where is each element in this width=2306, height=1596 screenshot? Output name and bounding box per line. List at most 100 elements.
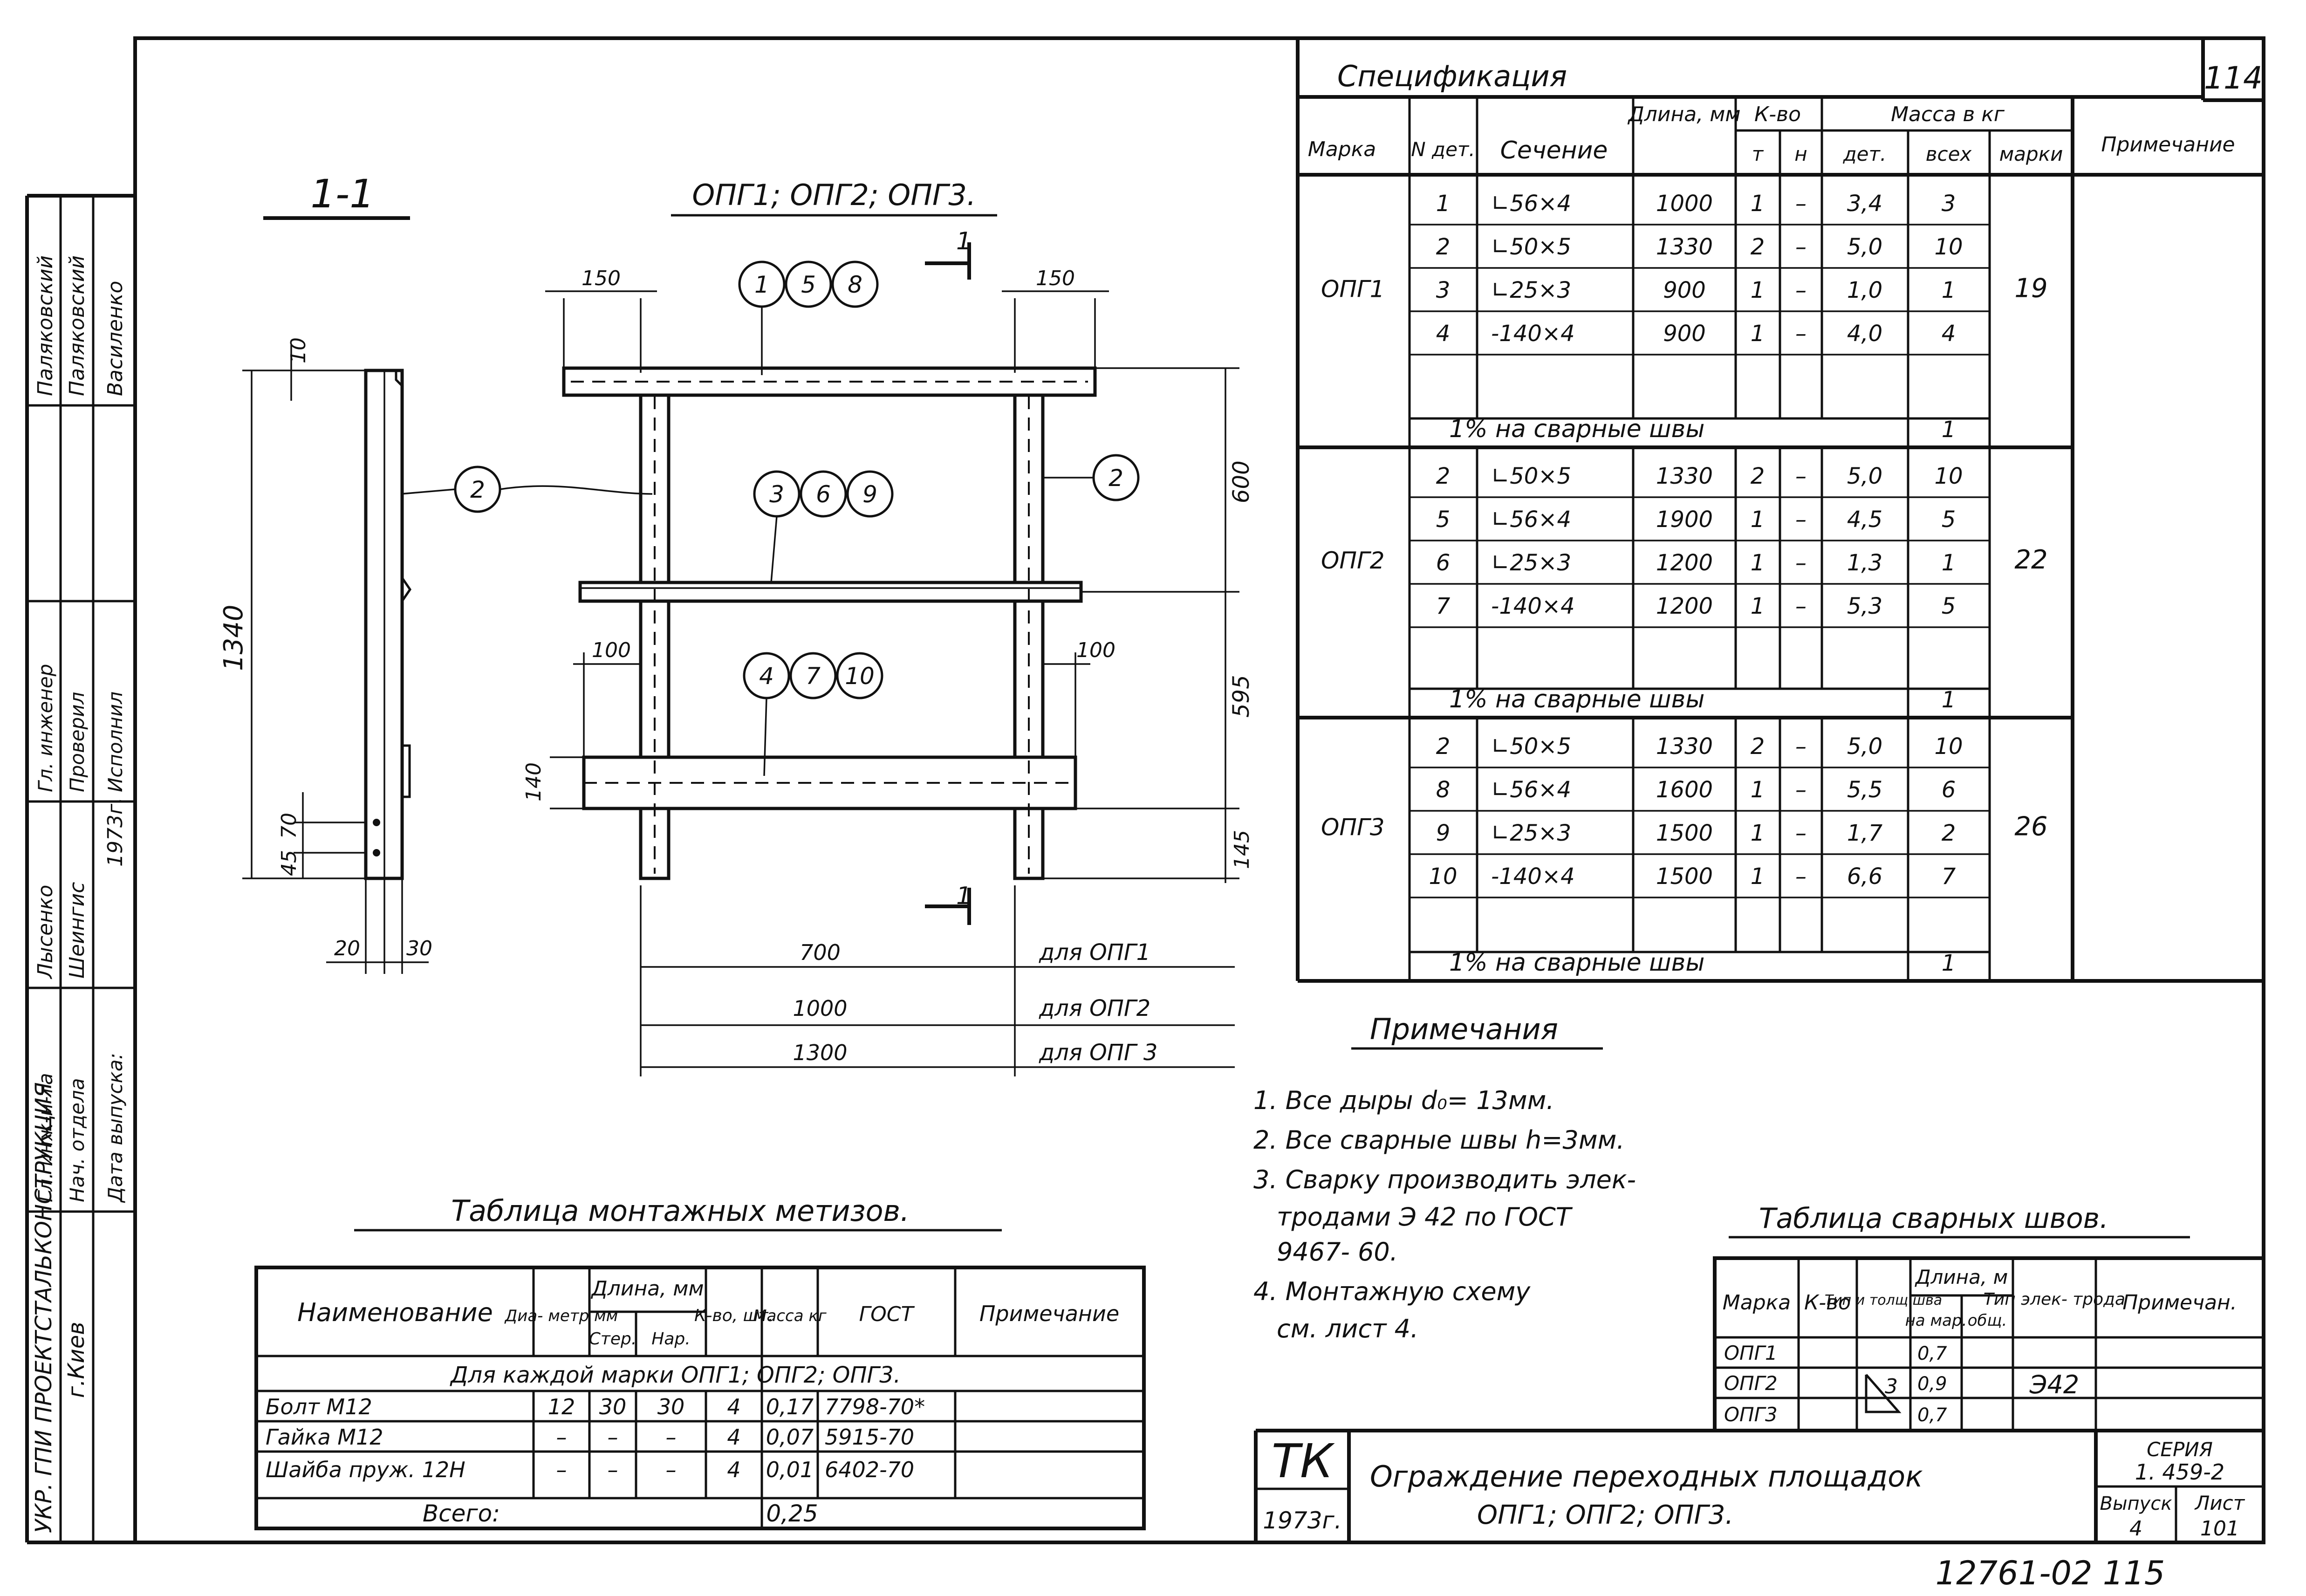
spec-mark: ОПГ3 [1321, 814, 1385, 841]
spec-cell-n: – [1795, 550, 1806, 576]
stamp-name-3: Василенко [103, 281, 127, 396]
spec-cell-n: – [1795, 463, 1806, 489]
spec-cell-t: 1 [1751, 277, 1765, 303]
note-line-2: 2. Все сварные швы h=3мм. [1253, 1125, 1625, 1155]
stamp-person-2: Шеингис [65, 882, 89, 979]
spec-cell-num: 3 [1436, 277, 1451, 303]
spec-cell-section: ∟56×4 [1491, 191, 1571, 217]
spec-cell-t: 1 [1751, 820, 1765, 846]
weld-h-len-all: общ. [1968, 1311, 2007, 1330]
stamp-name-1: Паляковский [34, 255, 57, 396]
hw-cell-mass: 0,01 [766, 1457, 814, 1482]
hw-h-qty: К-во, шт. [694, 1306, 773, 1325]
hw-cell-name: Болт М12 [266, 1394, 372, 1419]
mid-rail [578, 581, 1083, 603]
spec-cell-num: 5 [1436, 507, 1451, 533]
weld-cell-len: 0,9 [1917, 1373, 1947, 1395]
spec-cell-n: – [1795, 277, 1806, 303]
spec-cell-num: 1 [1436, 191, 1451, 217]
length-value-1: 700 [800, 940, 841, 965]
stamp-city: г.Киев [63, 1322, 89, 1398]
length-note-2: для ОПГ2 [1039, 995, 1150, 1021]
callout-low-2: 7 [806, 663, 821, 690]
spec-cell-length: 1330 [1656, 234, 1713, 260]
callout-top-2: 5 [801, 271, 816, 298]
spec-cell-num: 7 [1436, 593, 1451, 619]
note-line-3: 3. Сварку производить элек- [1253, 1165, 1636, 1194]
spec-h-mass-det: дет. [1843, 143, 1887, 165]
length-note-3: для ОПГ 3 [1039, 1040, 1157, 1066]
section-view: 1-1 10 1340 45 70 20 30 [219, 171, 432, 974]
note-line-1: 1. Все дыры d₀= 13мм. [1253, 1086, 1554, 1115]
weld-symbol: 3 [1885, 1375, 1898, 1398]
weld-h-type: Тип и толщ шва [1825, 1292, 1942, 1308]
stamp-person-1: Лысенко [34, 885, 57, 980]
section-dim-bot1: 45 [277, 850, 301, 876]
spec-cell-section: -140×4 [1491, 863, 1575, 890]
dim-right-overhang: 150 [1036, 267, 1075, 290]
callout-top-3: 8 [848, 271, 862, 298]
spec-h-qty-n: н [1794, 143, 1807, 165]
note-line-4: тродами Э 42 по ГОСТ [1277, 1202, 1573, 1232]
stamp-role2-1: Гл. инженер [34, 664, 57, 792]
side-stamp: Паляковский Паляковский Василенко Гл. ин… [27, 196, 135, 1542]
title-line-1: Ограждение переходных площадок [1370, 1459, 1923, 1493]
callout-top-1: 1 [754, 271, 769, 298]
hw-cell-n: 30 [657, 1394, 685, 1419]
front-view: ОПГ1; ОПГ2; ОПГ3. 1 1 150 150 [400, 178, 1254, 1076]
notes: Примечания 1. Все дыры d₀= 13мм. 2. Все … [1253, 1012, 1636, 1343]
sheet-label: Лист [2194, 1492, 2245, 1514]
weld-cell-len: 0,7 [1917, 1343, 1947, 1364]
spec-cell-section: ∟50×5 [1491, 234, 1571, 260]
weld-cell-mark: ОПГ2 [1724, 1372, 1778, 1395]
hw-cell-gost: 6402-70 [825, 1457, 914, 1482]
callout-mid-2: 6 [816, 481, 831, 508]
spec-cell-length: 1900 [1656, 507, 1713, 533]
hw-cell-mass: 0,07 [766, 1425, 814, 1450]
spec-table: Спецификация Марка N дет. Сечение Длина,… [1296, 38, 2264, 983]
spec-h-qty-t: т [1752, 143, 1764, 165]
spec-cell-n: – [1795, 507, 1806, 533]
spec-cell-all: 6 [1942, 777, 1956, 803]
hw-cell-qty: 4 [727, 1425, 740, 1450]
spec-weld-mass: 1 [1942, 687, 1956, 713]
spec-cell-num: 8 [1436, 777, 1451, 803]
spec-cell-all: 2 [1942, 820, 1956, 846]
length-value-2: 1000 [793, 996, 847, 1021]
title-block: ТК 1973г. Ограждение переходных площадок… [1254, 1429, 2264, 1542]
spec-cell-num: 2 [1436, 463, 1451, 489]
spec-cell-n: – [1795, 321, 1806, 347]
spec-cell-all: 5 [1942, 593, 1956, 619]
callout-low-3: 10 [845, 663, 875, 690]
title-line-2: ОПГ1; ОПГ2; ОПГ3. [1477, 1500, 1733, 1530]
spec-cell-num: 6 [1436, 550, 1451, 576]
spec-cell-num: 10 [1429, 863, 1457, 890]
spec-cell-det: 1,3 [1847, 550, 1882, 576]
spec-cell-num: 4 [1436, 321, 1451, 347]
spec-cell-t: 1 [1751, 507, 1765, 533]
weld-symbol-icon [1865, 1374, 1902, 1413]
callout-low-1: 4 [759, 663, 774, 690]
spec-cell-section: -140×4 [1491, 321, 1575, 347]
spec-cell-t: 1 [1751, 550, 1765, 576]
hw-cell-s: – [608, 1425, 618, 1450]
issue-label: Выпуск [2100, 1493, 2172, 1514]
section-rail-mid [401, 577, 412, 602]
spec-cell-t: 2 [1751, 463, 1765, 489]
hardware-title: Таблица монтажных метизов. [451, 1194, 910, 1228]
spec-weld-mass: 1 [1942, 950, 1956, 976]
spec-mark: ОПГ1 [1321, 276, 1385, 303]
spec-cell-section: ∟50×5 [1491, 463, 1571, 489]
spec-cell-all: 3 [1942, 191, 1956, 217]
stamp-role2-3: Исполнил [104, 692, 127, 792]
series-label: СЕРИЯ [2147, 1438, 2213, 1461]
spec-cell-length: 1500 [1656, 820, 1713, 846]
hardware-table: Таблица монтажных метизов. Наименование … [254, 1194, 1146, 1530]
hw-cell-qty: 4 [727, 1457, 740, 1482]
hw-h-len-s: Стер. [589, 1329, 637, 1349]
callout-post-right: 2 [1109, 465, 1123, 492]
spec-cell-all: 1 [1942, 550, 1956, 576]
hw-cell-mass: 0,17 [766, 1394, 814, 1419]
